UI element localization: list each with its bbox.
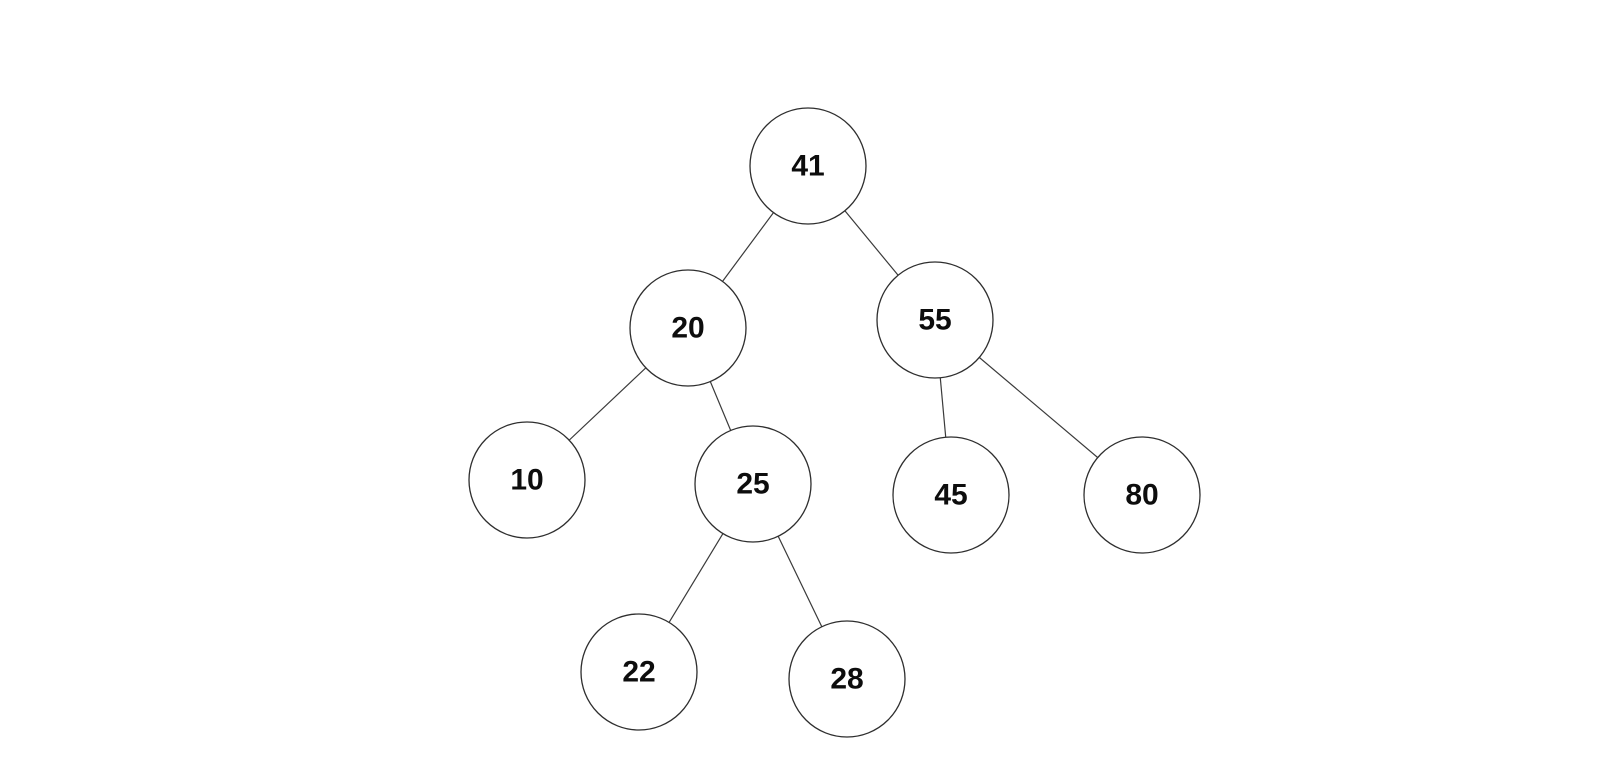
tree-node-circle-41 xyxy=(749,107,867,225)
tree-node-label: 25 xyxy=(736,468,769,501)
tree-node-80: 80 xyxy=(1083,436,1201,554)
tree-node-20: 20 xyxy=(629,269,747,387)
tree-node-10: 10 xyxy=(468,421,586,539)
tree-node-label: 22 xyxy=(622,656,655,689)
tree-node-45: 45 xyxy=(892,436,1010,554)
tree-node-label: 41 xyxy=(791,150,824,183)
tree-edges-layer xyxy=(526,165,1143,680)
tree-node-circle-45 xyxy=(892,436,1010,554)
tree-node-circle-28 xyxy=(788,620,906,738)
tree-node-25: 25 xyxy=(694,425,812,543)
tree-node-circle-80 xyxy=(1083,436,1201,554)
tree-node-circle-25 xyxy=(694,425,812,543)
tree-node-55: 55 xyxy=(876,261,994,379)
tree-node-label: 55 xyxy=(918,304,951,337)
tree-nodes-layer: 41 20 55 10 25 45 80 22 28 xyxy=(468,107,1201,738)
tree-node-circle-10 xyxy=(468,421,586,539)
tree-node-label: 80 xyxy=(1125,479,1158,512)
tree-node-circle-22 xyxy=(580,613,698,731)
tree-node-circle-55 xyxy=(876,261,994,379)
tree-node-28: 28 xyxy=(788,620,906,738)
tree-node-circle-20 xyxy=(629,269,747,387)
tree-node-label: 28 xyxy=(830,663,863,696)
tree-node-41: 41 xyxy=(749,107,867,225)
tree-node-label: 20 xyxy=(671,312,704,345)
tree-node-label: 10 xyxy=(510,464,543,497)
tree-node-label: 45 xyxy=(934,479,967,512)
tree-node-22: 22 xyxy=(580,613,698,731)
